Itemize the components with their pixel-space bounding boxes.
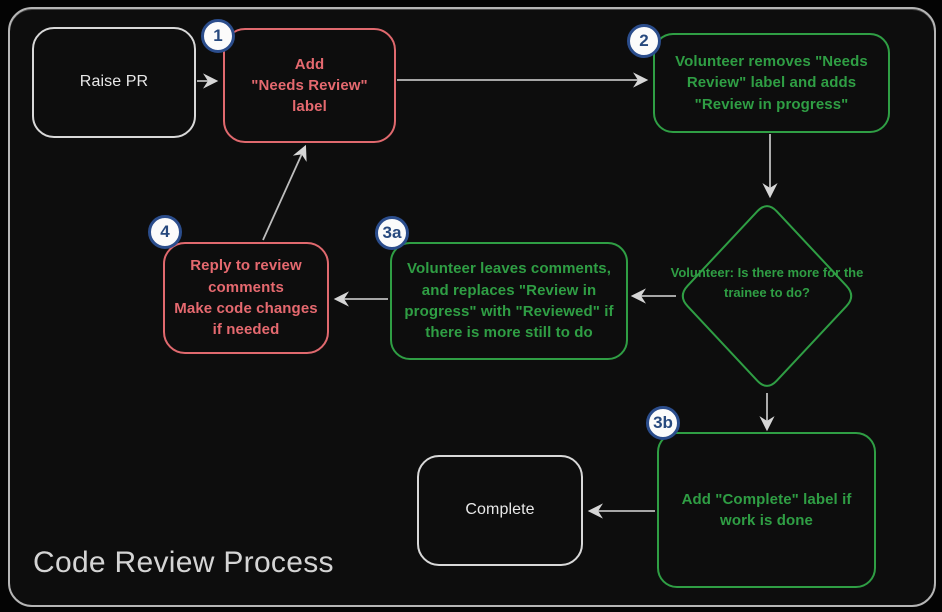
node-label: comments [208,278,284,296]
node-label: Add [294,55,325,73]
badge-label: 3a [382,223,402,242]
node-label: Complete [465,501,535,519]
badge-label: 4 [160,222,170,241]
node-raise-pr: Raise PR [32,27,196,138]
node-complete: Complete [417,455,583,566]
node-label: Review" label and adds [686,74,857,92]
badge-step-4: 4 [148,215,182,249]
node-label: progress" with "Reviewed" if [404,303,614,320]
node-label: Volunteer leaves comments, [406,260,612,278]
node-label: and replaces "Review in [421,281,597,299]
node-label: Volunteer: [670,265,734,280]
badge-step-3b: 3b [646,406,680,440]
badge-step-3a: 3a [375,216,409,250]
node-label: Volunteer removes "Needs [675,53,868,71]
node-label: Add "Complete" label if [681,490,852,508]
badge-label: 2 [639,31,649,50]
badge-step-2: 2 [627,24,661,58]
node-label: the trainee to do? [724,265,864,300]
node-label: label [292,98,327,116]
badge-label: 1 [213,26,223,45]
node-label: Is there more for [737,265,841,280]
node-reply-to-review-comments: Reply to review comments Make code chang… [163,242,329,354]
node-volunteer-leaves-comments: Volunteer leaves comments, and replaces … [390,242,628,360]
node-label: work is done [720,512,813,529]
badge-label: 3b [653,413,673,432]
node-label: Raise PR [79,73,149,91]
node-volunteer-removes-label: Volunteer removes "Needs Review" label a… [653,33,890,133]
node-label: Make code changes [174,300,318,317]
node-label: if needed [212,321,280,339]
node-label: there is more still to do [425,324,593,342]
badge-step-1: 1 [201,19,235,53]
page-title: Code Review Process [33,546,334,579]
node-decision-more-for-trainee: Volunteer: Is there more for the trainee… [667,263,867,302]
node-label: Reply to review [190,257,302,275]
node-label: "Needs Review" [251,76,368,94]
node-label: "Review in progress" [694,95,849,113]
node-add-complete-label: Add "Complete" label if work is done [657,432,876,588]
node-add-needs-review-label: Add "Needs Review" label [223,28,396,143]
